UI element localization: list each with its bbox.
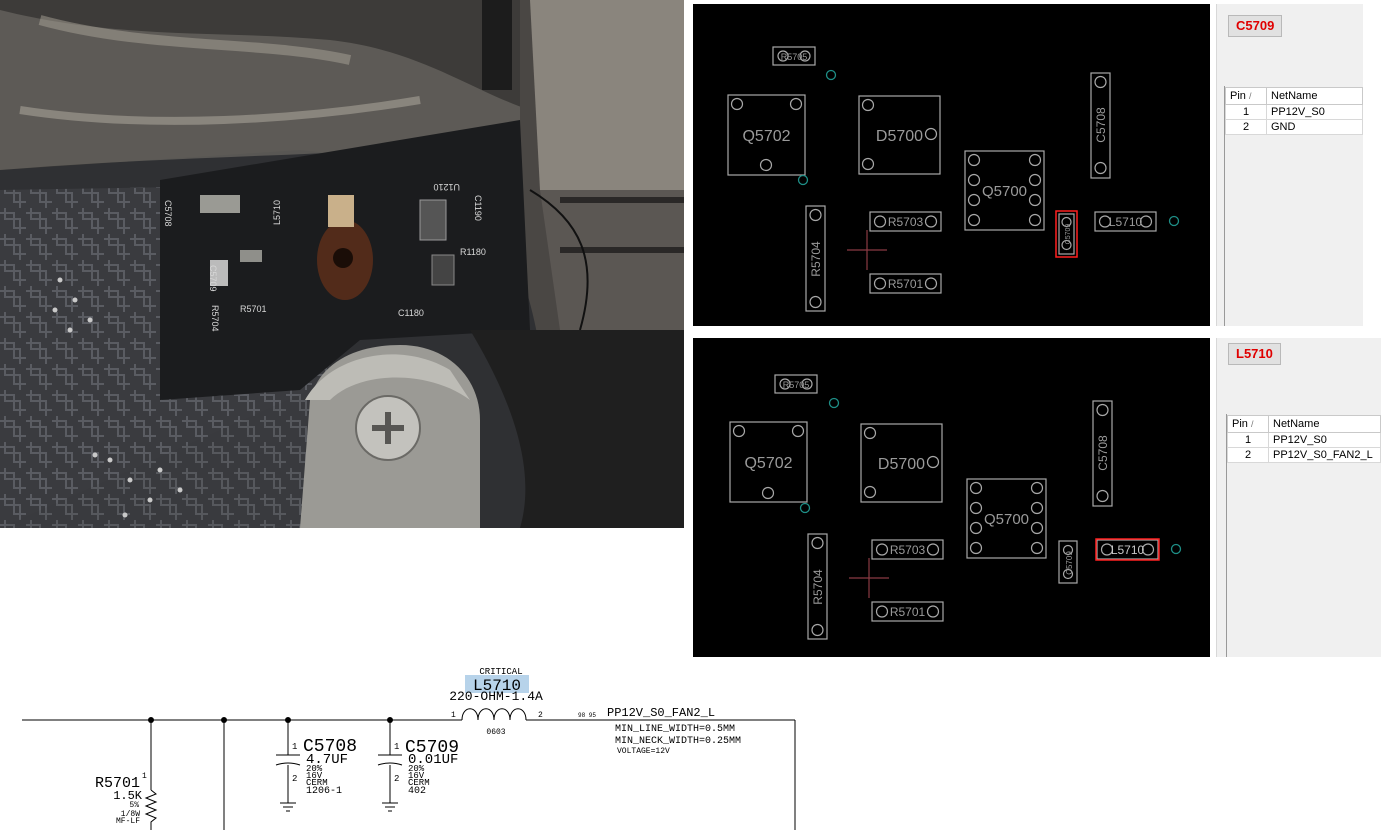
c5708-pin1: 1 bbox=[292, 742, 297, 752]
silk-l5710: L5710 bbox=[272, 200, 282, 225]
l5710-package: 0603 bbox=[486, 728, 505, 737]
c5708-volt: 16V bbox=[306, 771, 323, 781]
r5701-power: 1/8W bbox=[121, 810, 140, 819]
board-photo: C5708 C5709 L5710 R5701 R5704 U1210 C119… bbox=[0, 0, 684, 528]
l5710-pin1: 1 bbox=[451, 711, 456, 720]
label-q5700: Q5700 bbox=[984, 511, 1029, 528]
critical-label: CRITICAL bbox=[479, 667, 522, 677]
c5708-value: 4.7UF bbox=[306, 752, 348, 768]
c5708-ref: C5708 bbox=[303, 737, 357, 757]
label-q5702: Q5702 bbox=[742, 128, 790, 145]
info-panel-bottom: L5710 Pin / NetName 1 PP12V_S0 2 PP12V_S… bbox=[1216, 338, 1381, 657]
r5701-pin: 1 bbox=[142, 772, 147, 781]
silk-r5704: R5704 bbox=[210, 305, 220, 332]
pin-table-top: Pin / NetName 1 PP12V_S0 2 GND bbox=[1224, 86, 1363, 326]
selection-box-l5710 bbox=[1095, 538, 1160, 561]
silk-u1210: U1210 bbox=[433, 182, 460, 192]
c5709-package: 402 bbox=[408, 786, 426, 797]
label-r5701: R5701 bbox=[890, 605, 926, 619]
c5709-ref: C5709 bbox=[405, 738, 459, 758]
label-d5700: D5700 bbox=[876, 128, 923, 145]
c5708-dielectric: CERM bbox=[306, 778, 328, 788]
label-q5700: Q5700 bbox=[982, 183, 1027, 200]
l5710-highlight bbox=[465, 675, 529, 693]
r5701-tol: 5% bbox=[129, 801, 139, 810]
col-pin[interactable]: Pin / bbox=[1225, 87, 1267, 105]
q5700-outline bbox=[964, 150, 1045, 231]
silk-r5701: R5701 bbox=[240, 304, 267, 314]
silk-c5708: C5708 bbox=[163, 200, 173, 227]
col-netname[interactable]: NetName bbox=[1266, 87, 1363, 105]
net-page-refs: 98 95 bbox=[578, 712, 596, 719]
r5701-outline bbox=[869, 273, 942, 294]
pin-table-bottom: Pin / NetName 1 PP12V_S0 2 PP12V_S0_FAN2… bbox=[1226, 414, 1381, 657]
r5701-mf: MF-LF bbox=[116, 817, 140, 826]
schematic-view: CRITICAL L5710 220-OHM-1.4A 0603 1 2 98 … bbox=[0, 660, 820, 830]
r5703-outline bbox=[869, 211, 942, 232]
silk-c1190: C1190 bbox=[473, 195, 483, 221]
label-l5710: L5710 bbox=[1109, 215, 1143, 229]
label-c5709: C5709 bbox=[1065, 224, 1072, 245]
d5700-outline bbox=[858, 95, 941, 175]
label-r5703: R5703 bbox=[888, 215, 924, 229]
r5705-outline bbox=[772, 46, 816, 66]
col-netname[interactable]: NetName bbox=[1268, 415, 1381, 433]
label-r5705: R5705 bbox=[781, 52, 808, 62]
silk-c5709: C5709 bbox=[208, 265, 218, 292]
c5709-pin2: 2 bbox=[394, 774, 399, 784]
l5710-outline bbox=[1094, 211, 1157, 232]
part-tag-l5710: L5710 bbox=[1228, 343, 1281, 365]
board-view-top[interactable]: R5705 Q5702 D5700 C5708 Q5700 R5703 L571… bbox=[693, 4, 1210, 326]
net-name: PP12V_S0_FAN2_L bbox=[607, 706, 715, 720]
net-min-line: MIN_LINE_WIDTH=0.5MM bbox=[615, 724, 735, 735]
label-c5708: C5708 bbox=[1094, 107, 1108, 143]
l5710-pin2: 2 bbox=[538, 711, 543, 720]
part-tag-c5709: C5709 bbox=[1228, 15, 1283, 37]
label-q5702: Q5702 bbox=[744, 455, 792, 472]
c5708-tol: 20% bbox=[306, 764, 323, 774]
info-panel-top: C5709 Pin / NetName 1 PP12V_S0 2 GND bbox=[1216, 4, 1363, 326]
label-r5704: R5704 bbox=[811, 569, 825, 605]
table-row[interactable]: 2 PP12V_S0_FAN2_L bbox=[1227, 447, 1381, 463]
l5710-value: 220-OHM-1.4A bbox=[449, 689, 543, 704]
label-r5705: R5705 bbox=[783, 380, 810, 390]
silk-c1180: C1180 bbox=[398, 308, 424, 318]
board-view-bottom[interactable]: R5705 Q5702 D5700 C5708 Q5700 R5703 L571… bbox=[693, 338, 1210, 657]
q5702-outline bbox=[727, 94, 806, 176]
label-c5708: C5708 bbox=[1096, 435, 1110, 471]
c5709-tol: 20% bbox=[408, 764, 425, 774]
l5710-ref: L5710 bbox=[473, 677, 521, 695]
r5701-value: 1.5K bbox=[113, 789, 143, 803]
r5704-outline bbox=[805, 205, 826, 312]
label-d5700: D5700 bbox=[878, 456, 925, 473]
c5708-package: 1206-1 bbox=[306, 786, 342, 797]
c5709-value: 0.01UF bbox=[408, 752, 458, 768]
table-row[interactable]: 1 PP12V_S0 bbox=[1227, 432, 1381, 448]
selection-box-c5709 bbox=[1055, 210, 1078, 258]
table-row[interactable]: 2 GND bbox=[1225, 119, 1363, 135]
label-r5704: R5704 bbox=[809, 241, 823, 277]
c5708-pin2: 2 bbox=[292, 774, 297, 784]
net-voltage: VOLTAGE=12V bbox=[617, 747, 670, 756]
silk-r1180: R1180 bbox=[460, 247, 486, 257]
label-l5710: L5710 bbox=[1111, 543, 1145, 557]
label-r5701: R5701 bbox=[888, 277, 924, 291]
c5709-dielectric: CERM bbox=[408, 778, 430, 788]
table-row[interactable]: 1 PP12V_S0 bbox=[1225, 104, 1363, 120]
r5701-ref: R5701 bbox=[95, 775, 140, 792]
label-c5709: C5709 bbox=[1065, 551, 1074, 575]
c5709-outline bbox=[1058, 213, 1075, 255]
col-pin[interactable]: Pin / bbox=[1227, 415, 1269, 433]
c5708-outline bbox=[1090, 72, 1111, 179]
label-r5703: R5703 bbox=[890, 543, 926, 557]
c5709-pin1: 1 bbox=[394, 742, 399, 752]
net-min-neck: MIN_NECK_WIDTH=0.25MM bbox=[615, 736, 741, 747]
c5709-volt: 16V bbox=[408, 771, 425, 781]
